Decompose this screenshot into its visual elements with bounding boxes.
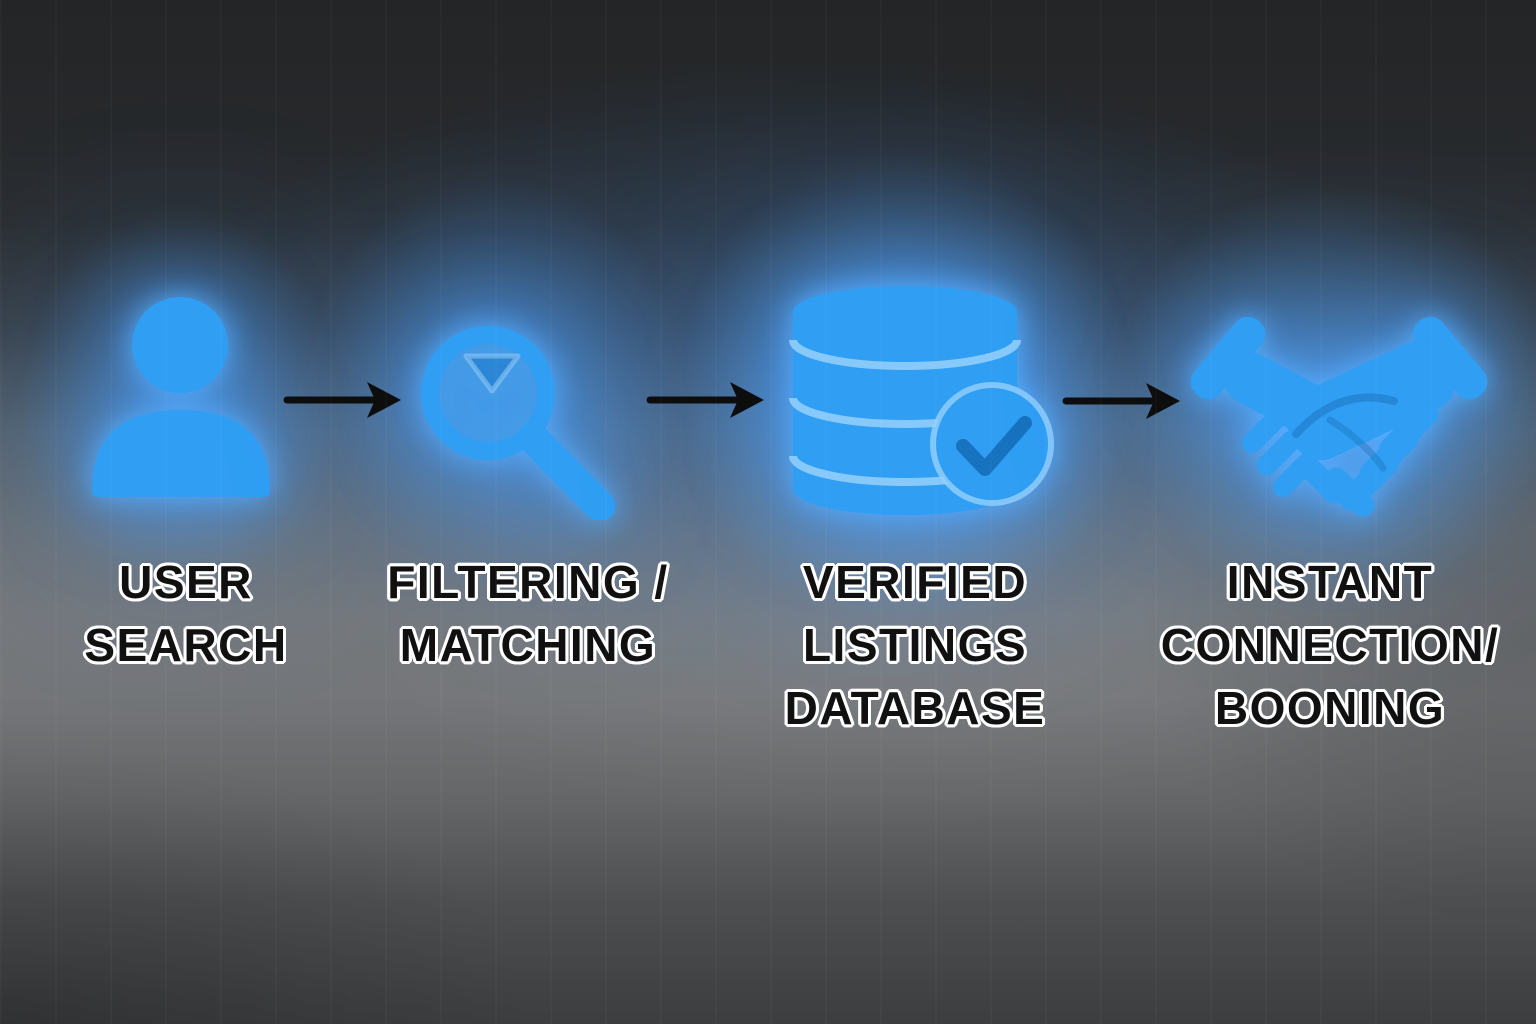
label-line: USER: [119, 556, 253, 608]
handshake-icon: [1190, 316, 1488, 517]
step-label-verified-listings-database: VERIFIED LISTINGS DATABASE: [675, 551, 1155, 740]
user-icon: [92, 297, 270, 497]
label-line: VERIFIED: [802, 556, 1028, 608]
arrow-right-icon: [283, 382, 401, 418]
label-line: BOONING: [1214, 682, 1446, 734]
step-label-user-search: USER SEARCH: [0, 551, 426, 677]
database-check-icon: [789, 286, 1054, 515]
label-line: INSTANT: [1226, 556, 1434, 608]
arrow-right-icon: [1062, 383, 1180, 419]
filter-search-icon: [421, 326, 616, 520]
arrow-right-icon: [646, 382, 764, 418]
label-line: CONNECTION/: [1160, 619, 1500, 671]
step-label-instant-connection-booning: INSTANT CONNECTION/ BOONING: [1090, 551, 1536, 740]
label-line: DATABASE: [784, 682, 1046, 734]
label-line: LISTINGS: [802, 619, 1028, 671]
step-label-filtering-matching: FILTERING / MATCHING: [288, 551, 768, 677]
label-line: FILTERING /: [387, 556, 669, 608]
label-line: MATCHING: [399, 619, 657, 671]
label-line: SEARCH: [84, 619, 288, 671]
